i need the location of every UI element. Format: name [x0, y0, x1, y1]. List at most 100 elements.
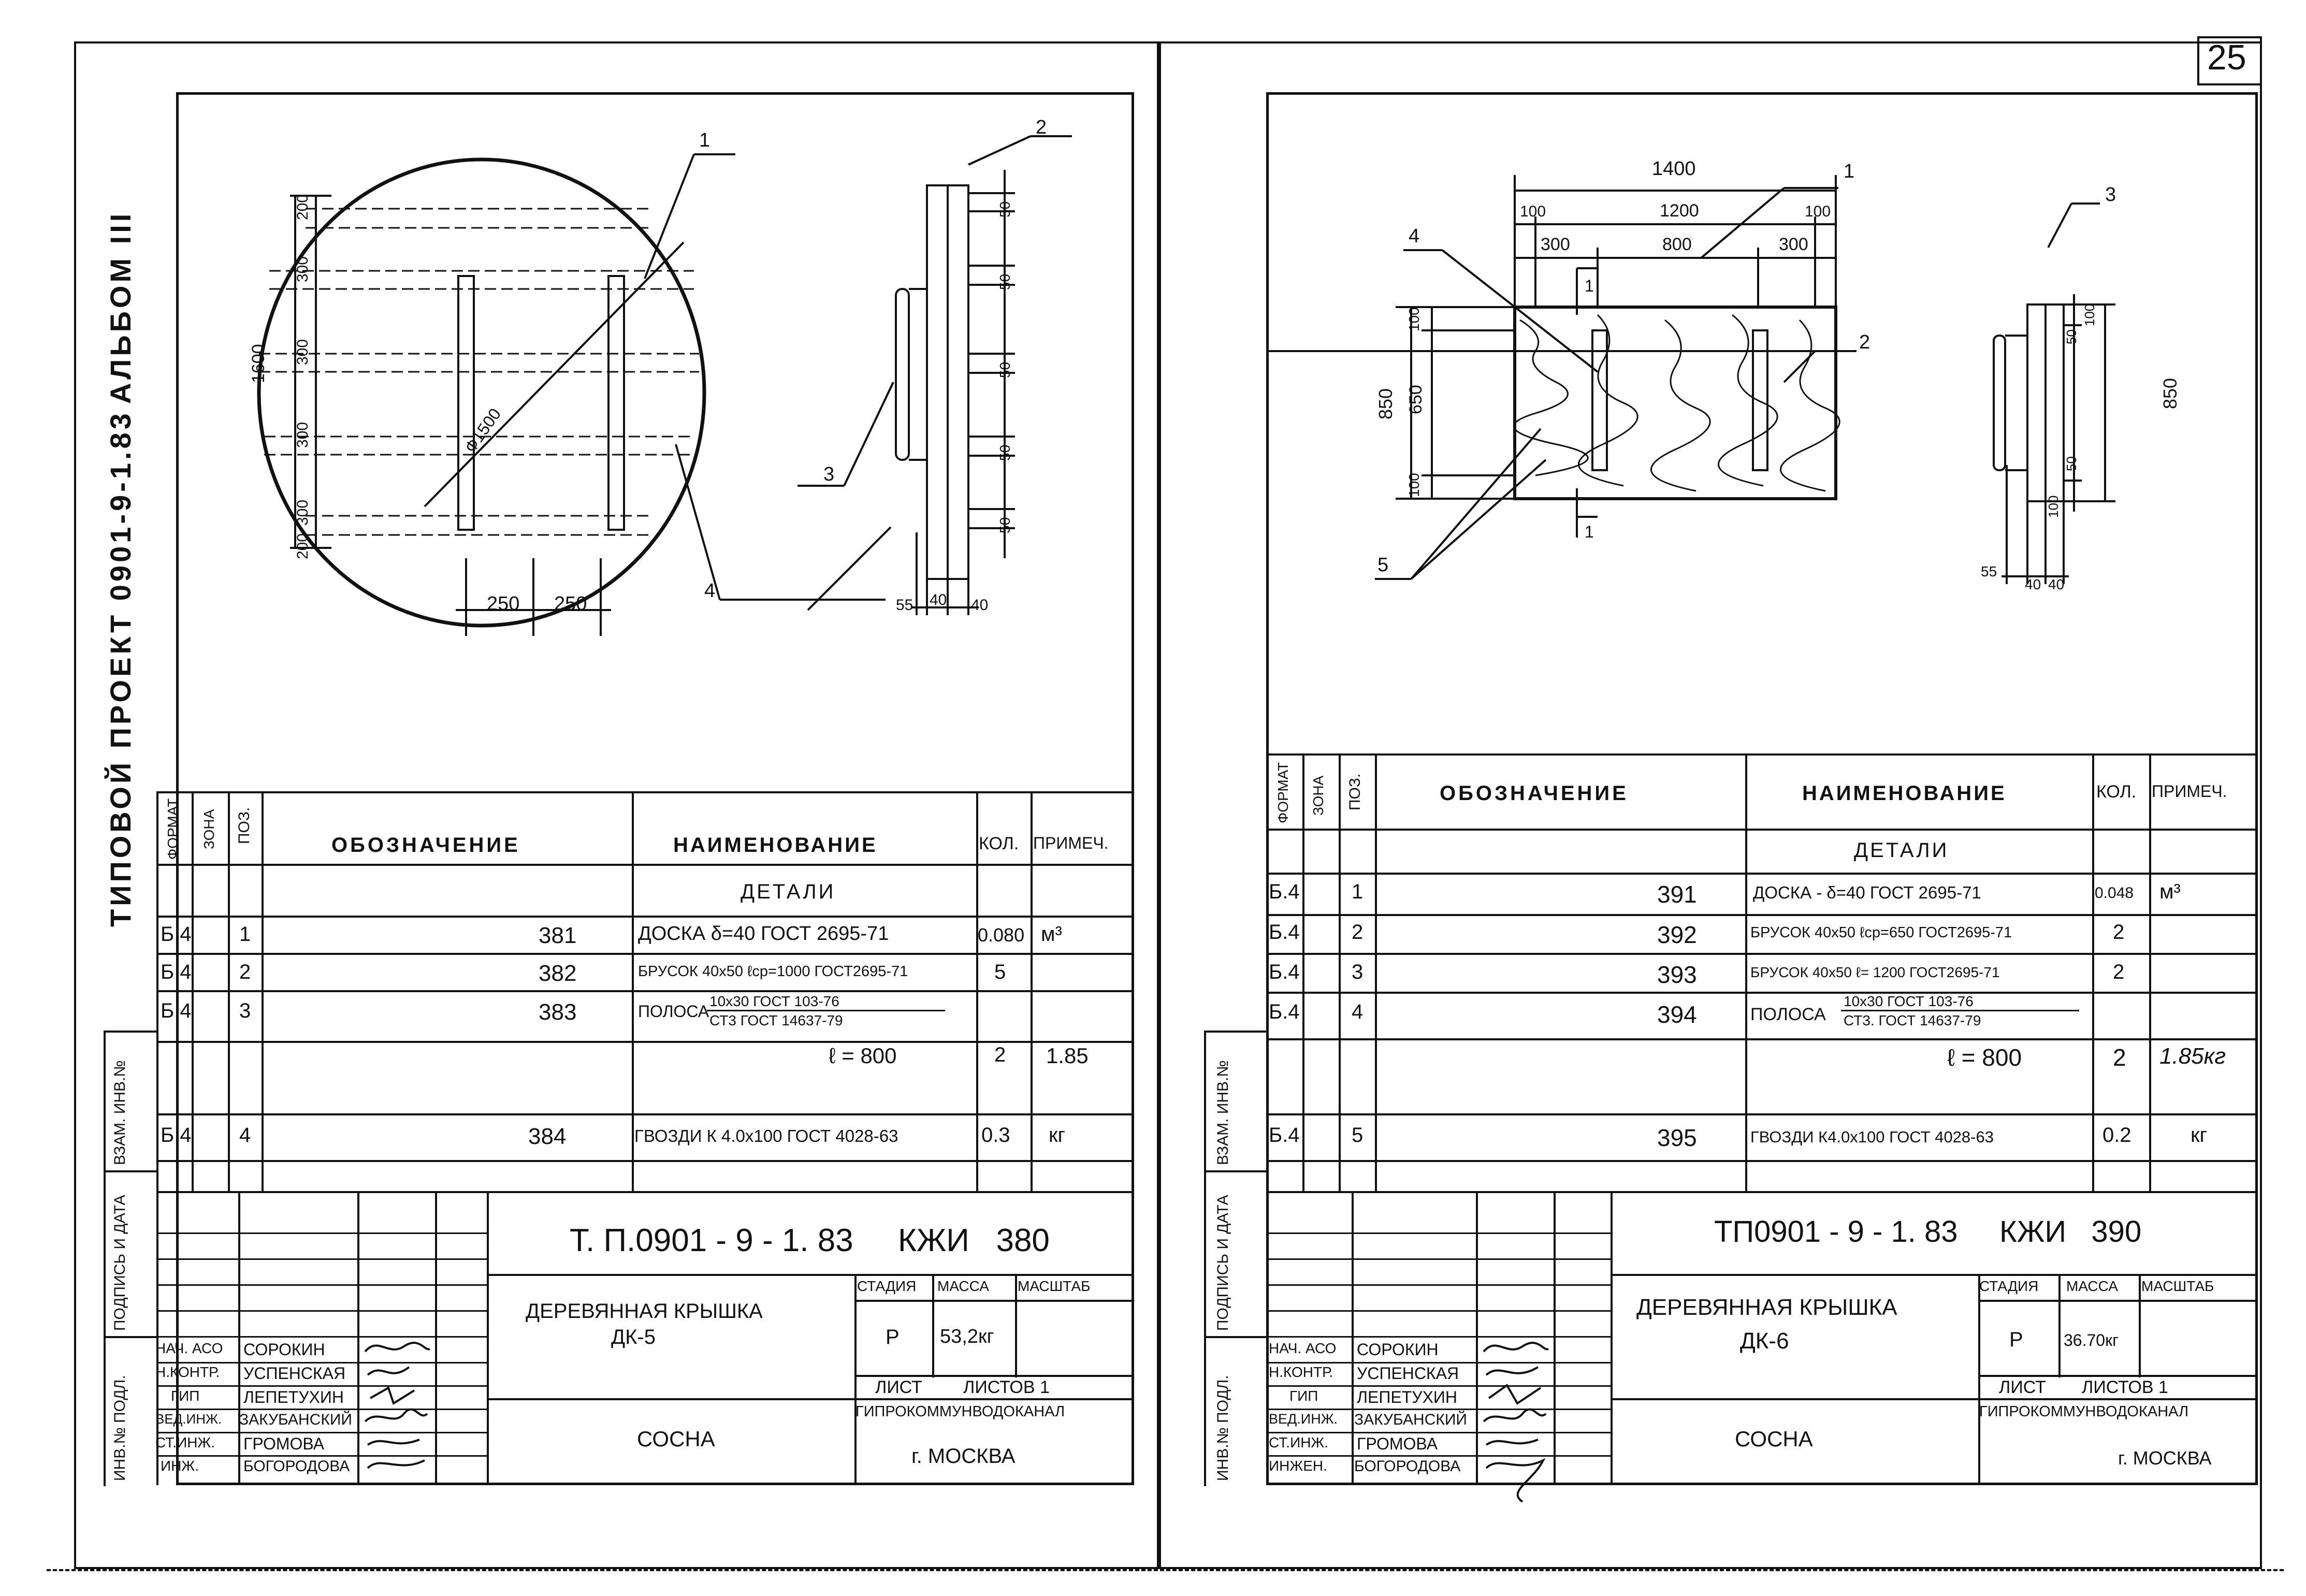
right-row5-qty: 2	[2113, 1044, 2126, 1071]
left-org: ГИПРОКОММУНВОДОКАНАЛ	[855, 1403, 1065, 1420]
right-section-title: ДЕТАЛИ	[1854, 839, 1949, 862]
left-dim-side-40b: 40	[971, 597, 988, 614]
right-sheet-frame	[1159, 41, 2262, 1569]
right-city: г. МОСКВА	[2118, 1447, 2212, 1469]
left-row2-name: БРУСОК 40х50 ℓср=1000 ГОСТ2695-71	[638, 963, 908, 980]
right-row3-format: Б.4	[1269, 961, 1300, 983]
right-mass: 36.70кг	[2064, 1331, 2119, 1350]
right-sheets-label: ЛИСТОВ 1	[2082, 1377, 2168, 1397]
right-row3-name: БРУСОК 40х50 ℓ= 1200 ГОСТ2695-71	[1750, 964, 2000, 980]
left-title-1: ДЕРЕВЯННАЯ КРЫШКА	[526, 1300, 763, 1323]
left-header-designation: ОБОЗНАЧЕНИЕ	[331, 834, 520, 857]
right-cover-drawing: 1400 100 1200 100 300 800 300 4 1 2 3 5 …	[1266, 158, 2116, 592]
left-row1-qty: 0.080	[978, 924, 1025, 946]
right-signatures	[1483, 1342, 1549, 1503]
left-row2-pos: 2	[239, 961, 251, 983]
right-row3-designation: 393	[1657, 961, 1697, 988]
right-signer5-name: ГРОМОВА	[1357, 1434, 1438, 1453]
left-side-col-repl: ВЗАМ. ИНВ.№	[111, 1060, 128, 1165]
left-mass-label: МАССА	[937, 1278, 989, 1294]
left-row4-qty: 2	[994, 1043, 1006, 1066]
left-dim-1: 200	[294, 194, 311, 220]
left-sheets-label: ЛИСТОВ 1	[963, 1377, 1050, 1397]
right-row4-name: ПОЛОСА	[1750, 1005, 1826, 1024]
right-org: ГИПРОКОММУНВОДОКАНАЛ	[1979, 1403, 2189, 1420]
left-row3-pos: 3	[239, 999, 251, 1022]
right-signer5-role: СТ.ИНЖ.	[1269, 1434, 1329, 1450]
side-stamp-album: АЛЬБОМ III	[104, 210, 137, 404]
right-label-4: 4	[1409, 225, 1419, 247]
right-sheet-label: ЛИСТ	[1999, 1377, 2046, 1397]
right-row1-qty: 0.048	[2095, 884, 2134, 902]
right-stage: Р	[2009, 1328, 2023, 1351]
right-signer2-name: УСПЕНСКАЯ	[1357, 1364, 1459, 1383]
left-sheet-frame	[74, 41, 1159, 1569]
page-number: 25	[2207, 38, 2246, 77]
left-row5-designation: 384	[528, 1124, 567, 1149]
right-dim-300b: 300	[1779, 235, 1808, 254]
right-row5-designation: ℓ = 800	[1947, 1044, 2022, 1071]
right-dim-left-650: 650	[1406, 385, 1426, 414]
right-row6-format: Б.4	[1269, 1124, 1300, 1147]
left-signer1-role: НАЧ. АСО	[155, 1340, 223, 1356]
left-row1-format: Б.4	[161, 923, 192, 946]
left-dim-bottom-1: 250	[487, 593, 519, 615]
right-row4-frac-bot: СТ3. ГОСТ 14637-79	[1844, 1012, 1981, 1028]
sheet-divider	[1159, 41, 1161, 1569]
right-row3-pos: 3	[1352, 961, 1364, 983]
cover-circle	[257, 157, 706, 628]
left-dim-6: 200	[294, 533, 311, 559]
left-row1-name: ДОСКА δ=40 ГОСТ 2695-71	[638, 923, 889, 945]
right-side-dim-100b: 100	[2046, 495, 2061, 518]
page-number-box	[2197, 36, 2262, 85]
left-side-dim-2: 50	[997, 273, 1013, 290]
left-side-dim-5: 50	[997, 517, 1013, 533]
right-dim-300a: 300	[1541, 235, 1570, 254]
left-cover-drawing: 1 2 3 4 250 250 55 40 40	[257, 117, 1072, 636]
left-signer3-role: ГИП	[171, 1388, 200, 1404]
left-signer6-name: БОГОРОДОВА	[243, 1458, 350, 1475]
right-signer1-role: НАЧ. АСО	[1269, 1340, 1337, 1356]
left-row5-format: Б.4	[161, 1124, 192, 1147]
left-row5-note: кг	[1049, 1124, 1066, 1147]
left-dim-5: 300	[294, 499, 311, 526]
left-label-4: 4	[704, 580, 715, 602]
left-scale-label: МАСШТАБ	[1018, 1278, 1091, 1294]
right-side-dim-50a: 50	[2064, 329, 2079, 344]
right-header-designation: ОБОЗНАЧЕНИЕ	[1440, 782, 1629, 805]
right-row6-note: кг	[2191, 1124, 2208, 1147]
right-scale-label: МАСШТАБ	[2141, 1278, 2214, 1294]
left-signer5-role: СТ.ИНЖ.	[155, 1434, 215, 1450]
right-drawing-frame	[1266, 92, 2258, 1485]
left-side-col-inv: ИНВ.№ ПОДЛ.	[111, 1375, 128, 1481]
left-signer4-name: ЗАКУБАНСКИЙ	[239, 1411, 352, 1428]
right-side-dim-100a: 100	[2082, 303, 2097, 326]
right-dim-1200: 1200	[1660, 201, 1699, 221]
left-row1-note: м³	[1041, 923, 1062, 946]
left-side-dim-3: 50	[997, 361, 1013, 378]
right-signer2-role: Н.КОНТР.	[1269, 1364, 1333, 1380]
right-sheet-code: ТП0901 - 9 - 1. 83 КЖИ 390	[1714, 1215, 2142, 1249]
right-signer6-name: БОГОРОДОВА	[1354, 1458, 1461, 1475]
left-mass: 53,2кг	[940, 1326, 994, 1347]
right-row2-format: Б.4	[1269, 921, 1300, 944]
left-signer1-name: СОРОКИН	[243, 1340, 325, 1359]
left-side-dim-1: 50	[997, 201, 1013, 217]
left-signatures	[364, 1342, 430, 1469]
right-signer3-role: ГИП	[1289, 1388, 1318, 1404]
left-header-note: ПРИМЕЧ.	[1033, 834, 1109, 852]
right-side-col-sign: ПОДПИСЬ И ДАТА	[1214, 1195, 1231, 1331]
right-row6-name: ГВОЗДИ К4.0х100 ГОСТ 4028-63	[1750, 1128, 1994, 1146]
left-dim-2: 300	[294, 256, 311, 282]
left-header-zone: ЗОНА	[201, 809, 217, 849]
left-signer6-role: ИНЖ.	[161, 1458, 199, 1474]
left-city: г. МОСКВА	[911, 1445, 1016, 1468]
left-row5-name: ГВОЗДИ К 4.0х100 ГОСТ 4028-63	[634, 1126, 898, 1145]
right-signer3-name: ЛЕПЕТУХИН	[1357, 1388, 1458, 1406]
right-signer6-role: ИНЖЕН.	[1269, 1458, 1327, 1474]
left-row1-designation: 381	[539, 923, 577, 948]
right-dim-left-100a: 100	[1406, 307, 1422, 331]
left-signer2-name: УСПЕНСКАЯ	[243, 1364, 346, 1383]
left-row1-pos: 1	[239, 923, 251, 946]
left-row2-designation: 382	[539, 961, 577, 986]
